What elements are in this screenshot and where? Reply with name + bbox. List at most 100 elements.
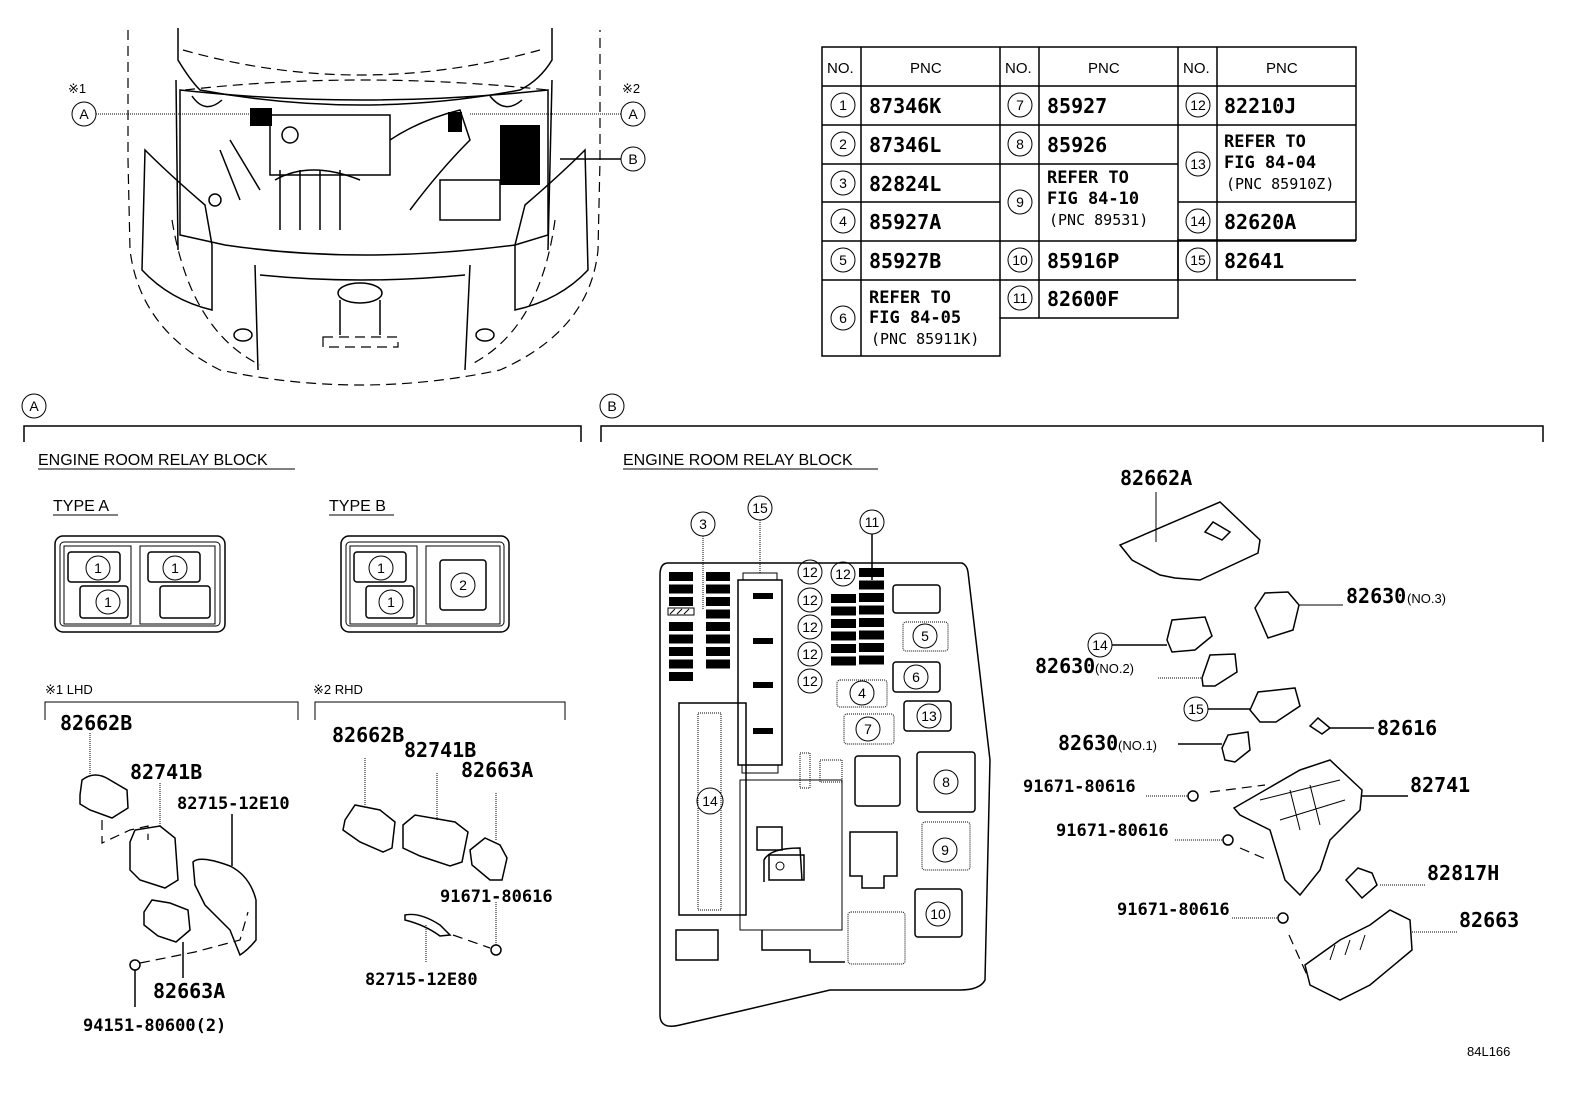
table-row[interactable]: 11 82600F (1007, 285, 1119, 311)
callout-circle-icon (599, 393, 625, 419)
block-callout[interactable]: 6 (912, 669, 920, 685)
table-row[interactable]: 4 85927A (830, 208, 941, 234)
block-callout[interactable]: 12 (835, 566, 851, 582)
part-label[interactable]: 82817H (1427, 861, 1499, 885)
table-row[interactable]: 3 82824L (830, 170, 941, 196)
callout-circle-icon (85, 555, 111, 581)
reference-figure[interactable]: FIG 84-05 (869, 308, 961, 328)
overview-callout-b[interactable]: B (560, 146, 646, 172)
table-row[interactable]: 8 85926 (1007, 131, 1107, 157)
part-label[interactable]: 94151-80600(2) (83, 1016, 226, 1036)
part-number: 82641 (1224, 249, 1284, 273)
fuse-slot (859, 643, 884, 652)
part-label[interactable]: 91671-80616 (1117, 900, 1230, 920)
part-label[interactable]: 82741 (1410, 773, 1470, 797)
part-label[interactable]: 82630 (1346, 584, 1406, 608)
part-suffix: (NO.3) (1407, 591, 1446, 606)
part-label[interactable]: 82741B (404, 738, 476, 762)
part-callout[interactable]: 14 (1092, 637, 1108, 653)
part-label[interactable]: 82663A (461, 758, 533, 782)
part-label[interactable]: 82630 (1058, 731, 1118, 755)
block-callout[interactable]: 1 (377, 560, 385, 576)
part-label[interactable]: 82616 (1377, 716, 1437, 740)
block-callout[interactable]: 8 (942, 774, 950, 790)
table-row[interactable]: 13 REFER TO FIG 84-04 (PNC 85910Z) (1185, 132, 1334, 193)
block-callout[interactable]: 2 (459, 577, 467, 593)
block-callout[interactable]: 9 (941, 842, 949, 858)
vehicle-overview-illustration (127, 28, 601, 386)
table-row[interactable]: 15 82641 (1185, 247, 1284, 273)
block-callout[interactable]: 5 (921, 628, 929, 644)
table-row[interactable]: 7 85927 (1007, 92, 1107, 118)
fuse-slot (706, 647, 730, 656)
part-label[interactable]: 82662B (60, 711, 132, 735)
callout-circle-icon (932, 837, 958, 863)
block-callout[interactable]: 12 (802, 646, 818, 662)
part-label[interactable]: 82715-12E80 (365, 970, 478, 990)
part-label[interactable]: 91671-80616 (1056, 821, 1169, 841)
block-callout[interactable]: 3 (699, 516, 707, 532)
reference-figure[interactable]: FIG 84-10 (1047, 189, 1139, 209)
callout-circle-icon (1007, 131, 1033, 157)
part-label[interactable]: 82662A (1120, 466, 1192, 490)
callout-circle-icon (1185, 151, 1211, 177)
reference-figure[interactable]: FIG 84-04 (1224, 153, 1316, 173)
block-callout[interactable]: 11 (865, 514, 880, 530)
block-callout[interactable]: 15 (752, 500, 768, 516)
part-label[interactable]: 82715-12E10 (177, 794, 290, 814)
table-row[interactable]: 5 85927B (830, 247, 941, 273)
part-label[interactable]: 82663 (1459, 908, 1519, 932)
fuse-slot (859, 630, 884, 640)
callout-circle-icon (696, 787, 724, 815)
table-row[interactable]: 10 85916P (1007, 247, 1119, 273)
block-callout[interactable]: 1 (104, 594, 112, 610)
fuse-slot (831, 606, 856, 616)
table-header-no: NO. (1183, 60, 1210, 77)
block-callout[interactable]: 1 (387, 594, 395, 610)
fuse-slot (669, 572, 693, 581)
table-header-pnc: PNC (1088, 60, 1120, 77)
block-callout[interactable]: 10 (930, 906, 946, 922)
block-callout[interactable]: 12 (802, 673, 818, 689)
part-number: 87346K (869, 94, 941, 118)
row-number: 9 (1016, 194, 1024, 210)
fuse-slot (831, 656, 856, 666)
table-row[interactable]: 14 82620A (1185, 208, 1296, 234)
block-callout[interactable]: 14 (702, 793, 718, 809)
row-number: 3 (839, 175, 847, 191)
table-header-no: NO. (1005, 60, 1032, 77)
relay-block-layout (659, 562, 991, 1027)
fuse-slot (669, 584, 693, 594)
table-row[interactable]: 9 REFER TO FIG 84-10 (PNC 89531) (1007, 168, 1148, 229)
table-row[interactable]: 6 REFER TO FIG 84-05 (PNC 85911K) (830, 288, 979, 348)
fuse-slot (706, 584, 730, 594)
table-row[interactable]: 12 82210J (1185, 92, 1296, 118)
table-row[interactable]: 2 87346L (830, 131, 941, 157)
block-callout[interactable]: 1 (171, 560, 179, 576)
block-callout[interactable]: 12 (802, 619, 818, 635)
callout-circle-icon (368, 555, 394, 581)
overview-callout-a-rhd[interactable]: ※2 A (470, 81, 646, 127)
row-number: 12 (1190, 97, 1206, 113)
section-b-title: ENGINE ROOM RELAY BLOCK (623, 452, 853, 469)
callout-circle-icon (849, 680, 875, 706)
part-label[interactable]: 82663A (153, 979, 225, 1003)
block-callout[interactable]: 12 (802, 564, 818, 580)
block-callout[interactable]: 12 (802, 592, 818, 608)
part-label[interactable]: 82662B (332, 723, 404, 747)
callout-circle-icon (162, 555, 188, 581)
part-callout[interactable]: 15 (1188, 701, 1204, 717)
reference-text: REFER TO (1224, 132, 1306, 152)
block-callout[interactable]: 7 (864, 721, 872, 737)
fuse-slot (859, 593, 884, 602)
part-label[interactable]: 82741B (130, 760, 202, 784)
block-callout[interactable]: 1 (94, 560, 102, 576)
part-label[interactable]: 91671-80616 (1023, 777, 1136, 797)
part-label[interactable]: 91671-80616 (440, 887, 553, 907)
part-label[interactable]: 82630 (1035, 654, 1095, 678)
block-callout[interactable]: 13 (921, 708, 937, 724)
overview-callout-a-lhd[interactable]: ※1 A (68, 81, 260, 127)
callout-circle-icon (1185, 92, 1211, 118)
table-row[interactable]: 1 87346K (830, 92, 941, 118)
block-callout[interactable]: 4 (858, 685, 866, 701)
